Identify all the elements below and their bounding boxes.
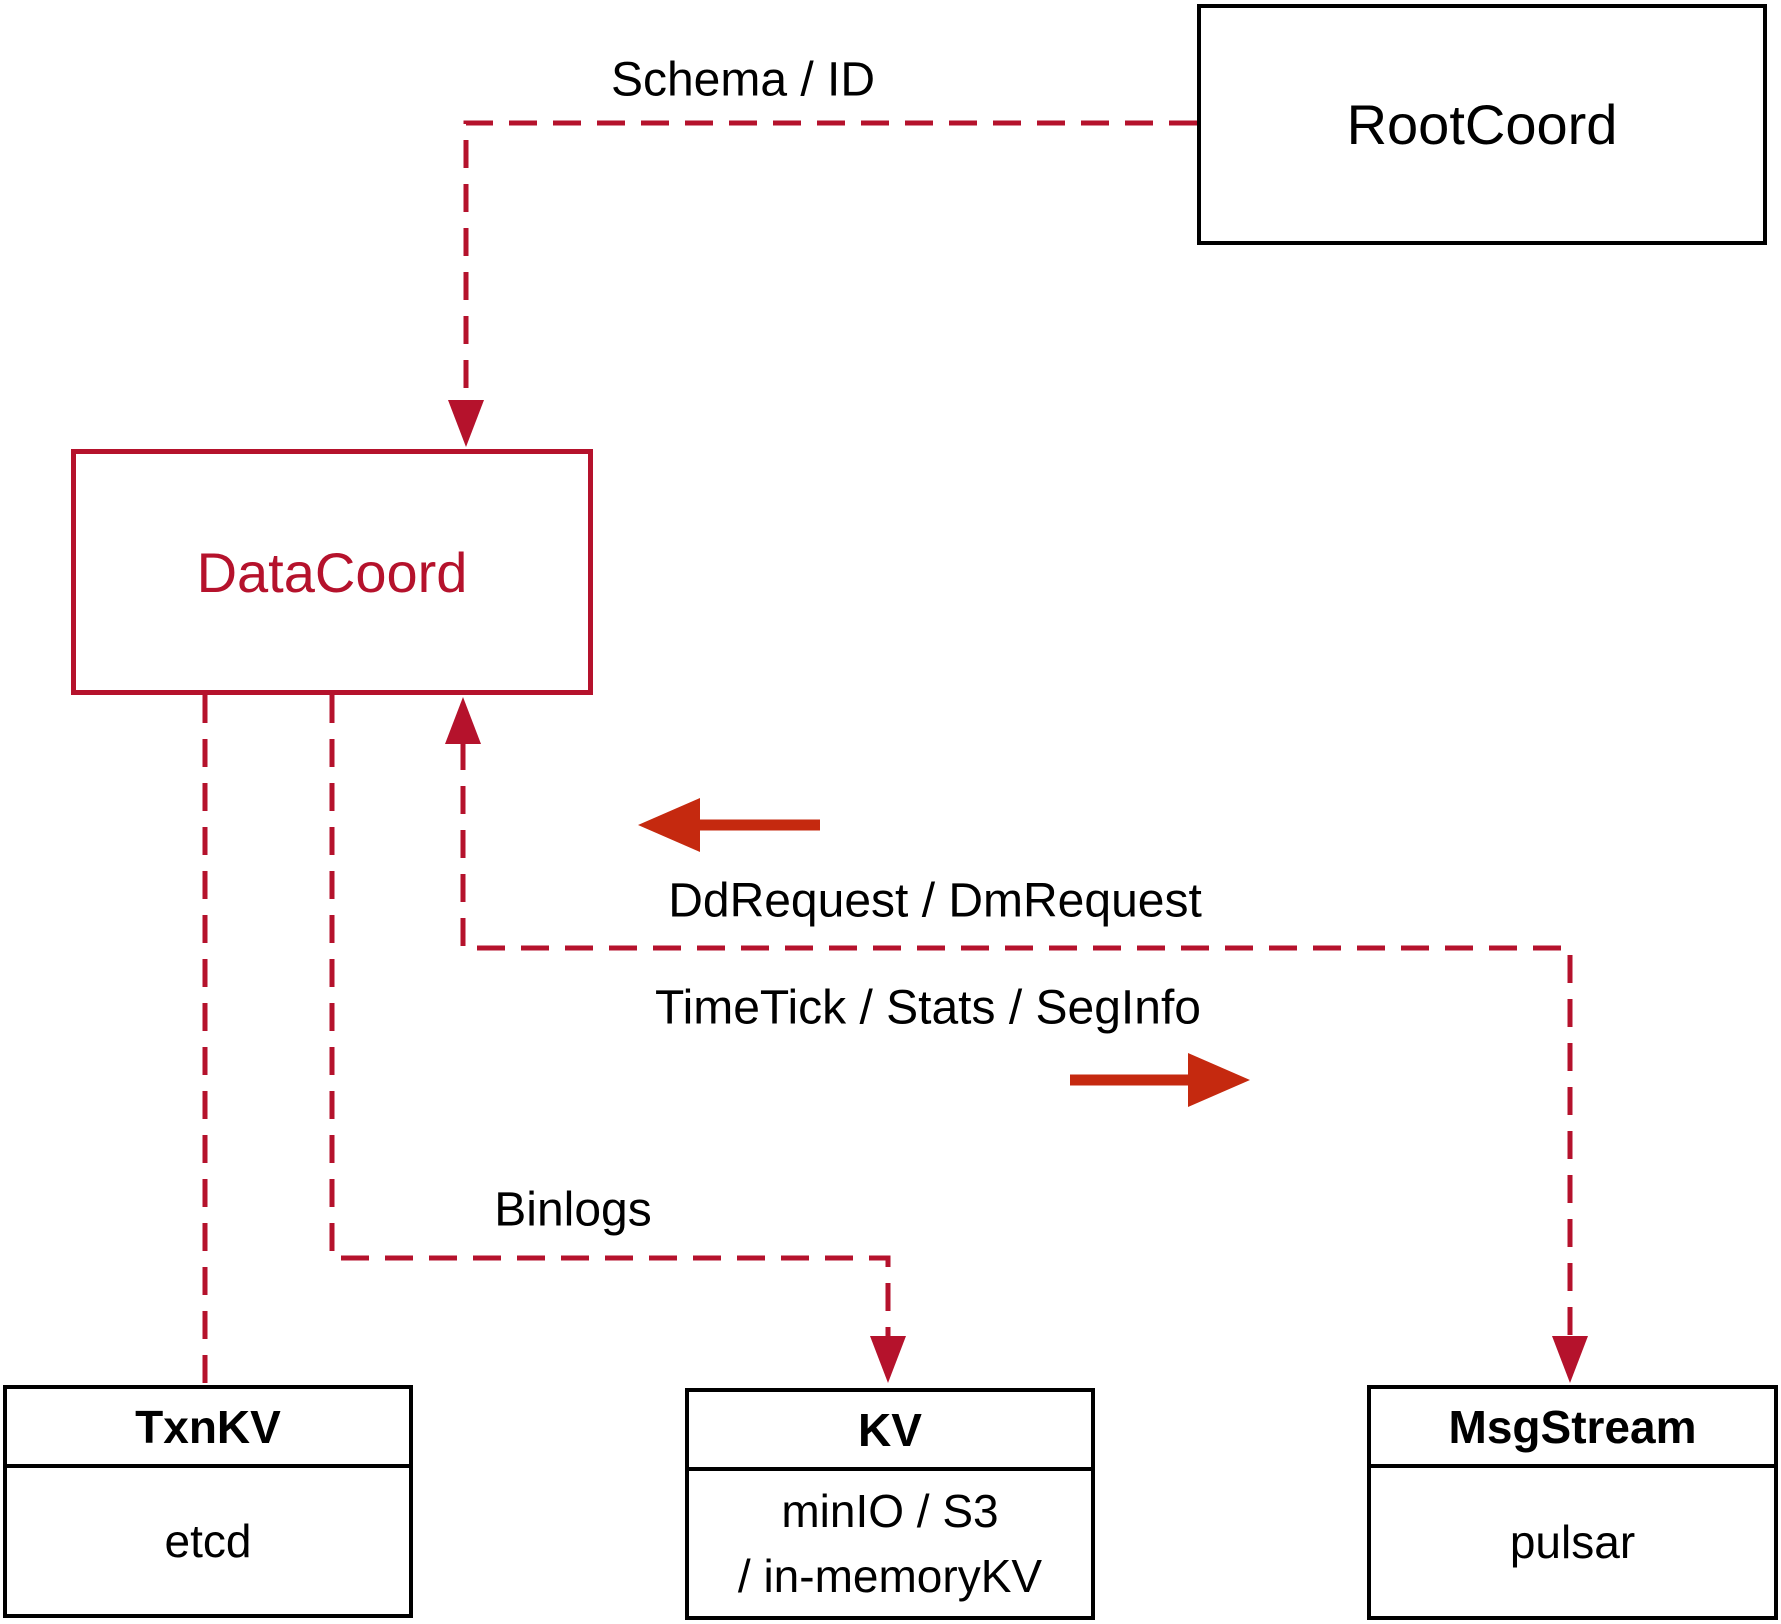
node-txnkv: TxnKV etcd [3, 1385, 413, 1618]
arrowhead-into-datacoord-bottom [445, 697, 481, 744]
edge-datacoord-to-kv-binlogs [329, 695, 891, 1338]
node-kv-body: minIO / S3 / in-memoryKV [689, 1471, 1091, 1616]
edge-datacoord-to-msgstream [460, 742, 1573, 1338]
node-kv: KV minIO / S3 / in-memoryKV [685, 1388, 1095, 1620]
edge-label-ddrequest-dmrequest: DdRequest / DmRequest [668, 874, 1202, 928]
arrowhead-into-kv-top [870, 1336, 906, 1383]
node-msgstream-header: MsgStream [1371, 1389, 1774, 1468]
node-kv-header: KV [689, 1392, 1091, 1471]
node-txnkv-body: etcd [7, 1468, 409, 1614]
edge-rootcoord-to-datacoord [463, 120, 1197, 400]
node-kv-body-line1: minIO / S3 [781, 1484, 999, 1537]
node-msgstream-body: pulsar [1371, 1468, 1774, 1616]
node-rootcoord-label: RootCoord [1346, 93, 1618, 156]
node-datacoord: DataCoord [71, 449, 593, 695]
node-kv-body-line2: / in-memoryKV [737, 1549, 1043, 1602]
node-txnkv-body-text: etcd [164, 1514, 252, 1567]
edge-label-schema-id: Schema / ID [610, 53, 876, 107]
node-msgstream-body-text: pulsar [1509, 1515, 1636, 1568]
node-rootcoord: RootCoord [1197, 4, 1767, 245]
right-arrow-head [1188, 1053, 1250, 1107]
node-msgstream: MsgStream pulsar [1367, 1385, 1778, 1620]
node-datacoord-label: DataCoord [196, 540, 468, 604]
left-arrow-head [638, 798, 700, 852]
arrowhead-into-msgstream-top [1552, 1336, 1588, 1383]
node-txnkv-header: TxnKV [7, 1389, 409, 1468]
arrowhead-into-datacoord-top [448, 400, 484, 447]
edge-label-timetick-stats-seginfo: TimeTick / Stats / SegInfo [655, 981, 1201, 1035]
edge-label-binlogs: Binlogs [494, 1183, 652, 1237]
